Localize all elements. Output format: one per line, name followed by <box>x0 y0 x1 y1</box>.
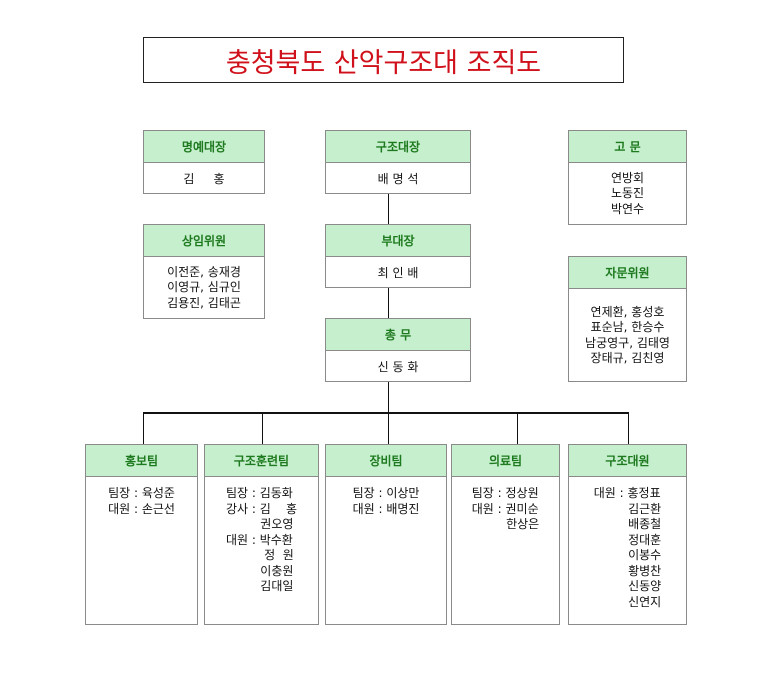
member-name: 김 홍 <box>183 172 225 186</box>
name-list: 김 홍 <box>183 172 224 188</box>
member-name: 팀장 : 육성준 <box>108 486 175 500</box>
member-name: 노동진 <box>610 186 645 201</box>
connector <box>388 412 389 444</box>
box-body: 신 동 화 <box>326 351 470 376</box>
connector <box>388 287 389 318</box>
member-name: 이충원 <box>225 563 294 578</box>
chart-title: 충청북도 산악구조대 조직도 <box>143 37 624 83</box>
member-name: 강사 : 김 홍 <box>225 501 298 516</box>
member-name: 이봉수 <box>593 548 662 562</box>
member-name: 대원 : 권미순 <box>471 501 539 516</box>
member-name: 김근환 <box>593 501 662 516</box>
connector <box>262 412 263 444</box>
member-name: 팀장 : 김동화 <box>225 486 293 500</box>
name-list: 신 동 화 <box>378 360 419 376</box>
connector <box>388 381 389 413</box>
box-header: 구조대원 <box>569 445 686 477</box>
member-name: 대원 : 홍정표 <box>593 486 661 500</box>
box-header: 총 무 <box>326 319 470 351</box>
box-header: 장비팀 <box>326 445 446 477</box>
box-header: 고 문 <box>569 131 686 163</box>
name-list: 대원 : 홍정표 김근환 배종철 정대훈 이봉수 황병찬 신동양 신연지 <box>594 486 661 610</box>
member-name: 대원 : 손근선 <box>108 501 175 516</box>
member-name: 연방회 <box>610 170 645 185</box>
member-name: 신동양 <box>593 579 662 593</box>
name-list: 최 인 배 <box>378 266 419 282</box>
box-header: 구조대장 <box>326 131 470 163</box>
connector <box>517 412 518 444</box>
member-name: 남궁영구, 김태영 <box>585 335 670 350</box>
member-name: 권오영 <box>225 517 294 531</box>
member-name: 김대일 <box>225 579 294 593</box>
member-name: 황병찬 <box>593 563 662 578</box>
box-header: 명예대장 <box>144 131 264 163</box>
member-name: 팀장 : 정상원 <box>471 486 539 500</box>
name-list: 배 명 석 <box>378 172 419 188</box>
member-name: 대원 : 배명진 <box>352 501 420 516</box>
connector <box>143 412 629 414</box>
member-name: 신 동 화 <box>377 360 419 374</box>
connector <box>628 412 629 444</box>
member-name: 표순남, 한승수 <box>590 320 665 334</box>
member-name: 배 명 석 <box>377 172 419 186</box>
member-name: 이영규, 심규인 <box>167 280 241 295</box>
box-header: 상임위원 <box>144 225 264 257</box>
member-name: 장태규, 김친영 <box>590 351 665 365</box>
box-body: 대원 : 홍정표 김근환 배종철 정대훈 이봉수 황병찬 신동양 신연지 <box>569 477 686 610</box>
member-name: 최 인 배 <box>377 266 419 280</box>
member-name: 김용진, 김태곤 <box>167 295 241 310</box>
member-name: 정 원 <box>225 548 294 562</box>
box-body: 김 홍 <box>144 163 264 188</box>
member-name: 박연수 <box>610 201 645 216</box>
box-header: 홍보팀 <box>86 445 197 477</box>
box-header: 자문위원 <box>569 257 686 289</box>
connector <box>143 412 144 444</box>
box-header: 부대장 <box>326 225 470 257</box>
member-name: 한상은 <box>471 517 540 531</box>
box-body: 최 인 배 <box>326 257 470 282</box>
box-header: 구조훈련팀 <box>205 445 318 477</box>
member-name: 이전준, 송재경 <box>167 264 241 279</box>
box-body: 배 명 석 <box>326 163 470 188</box>
member-name: 배종철 <box>593 517 662 531</box>
member-name: 정대훈 <box>593 532 662 547</box>
connector <box>388 193 389 224</box>
member-name: 신연지 <box>593 594 662 609</box>
box-header: 의료팀 <box>452 445 559 477</box>
member-name: 연제환, 홍성호 <box>590 304 665 319</box>
member-name: 대원 : 박수환 <box>225 532 293 547</box>
member-name: 팀장 : 이상만 <box>352 486 420 500</box>
